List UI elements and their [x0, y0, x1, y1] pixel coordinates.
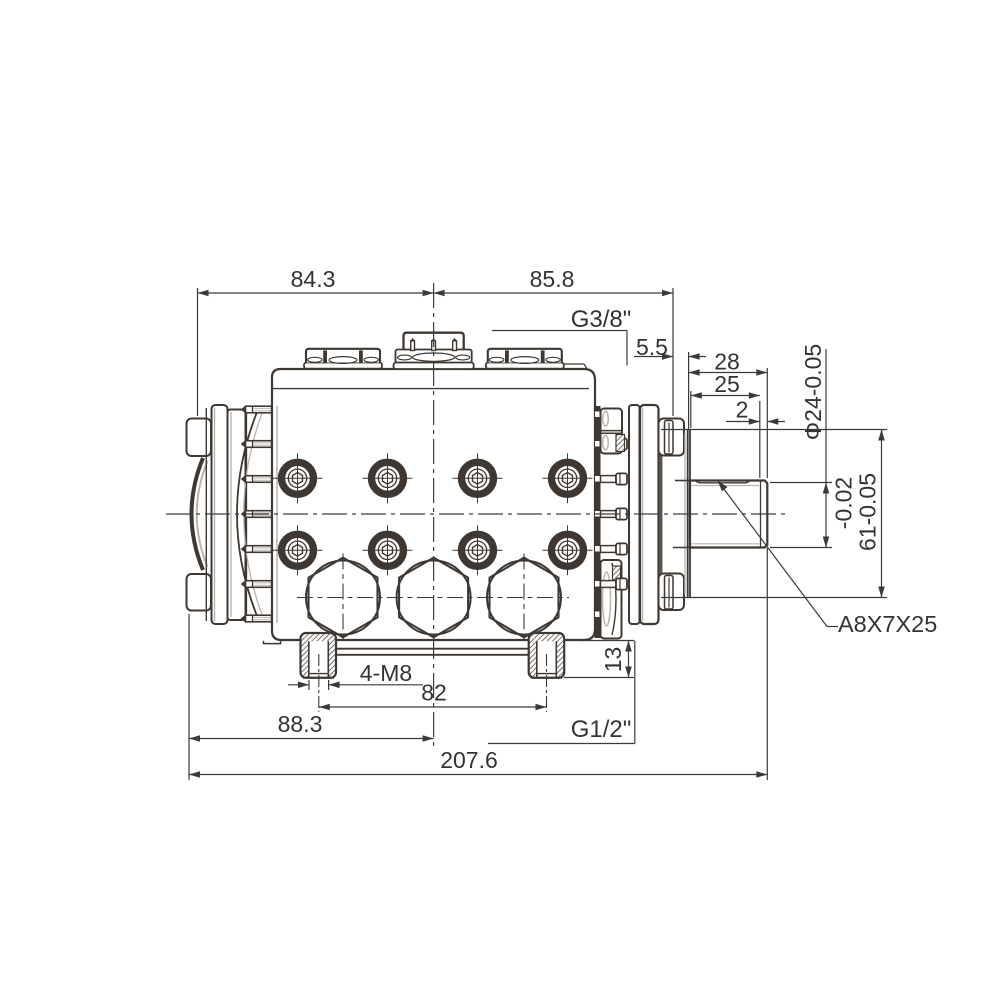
svg-text:G1/2": G1/2" — [571, 716, 632, 743]
svg-text:61-0.05: 61-0.05 — [855, 473, 881, 551]
svg-text:84.3: 84.3 — [291, 266, 336, 292]
svg-text:A8X7X25: A8X7X25 — [838, 611, 937, 637]
svg-text:13: 13 — [600, 647, 626, 673]
svg-text:-0.02: -0.02 — [831, 477, 857, 529]
svg-text:82: 82 — [421, 680, 447, 706]
svg-text:G3/8": G3/8" — [571, 306, 632, 333]
svg-text:207.6: 207.6 — [440, 747, 498, 773]
svg-text:Φ24-0.05: Φ24-0.05 — [800, 344, 826, 440]
svg-text:85.8: 85.8 — [530, 266, 575, 292]
svg-text:88.3: 88.3 — [278, 711, 323, 737]
svg-text:28: 28 — [714, 349, 740, 375]
svg-text:4-M8: 4-M8 — [360, 660, 412, 686]
svg-text:2: 2 — [736, 397, 749, 423]
svg-text:25: 25 — [714, 371, 740, 397]
